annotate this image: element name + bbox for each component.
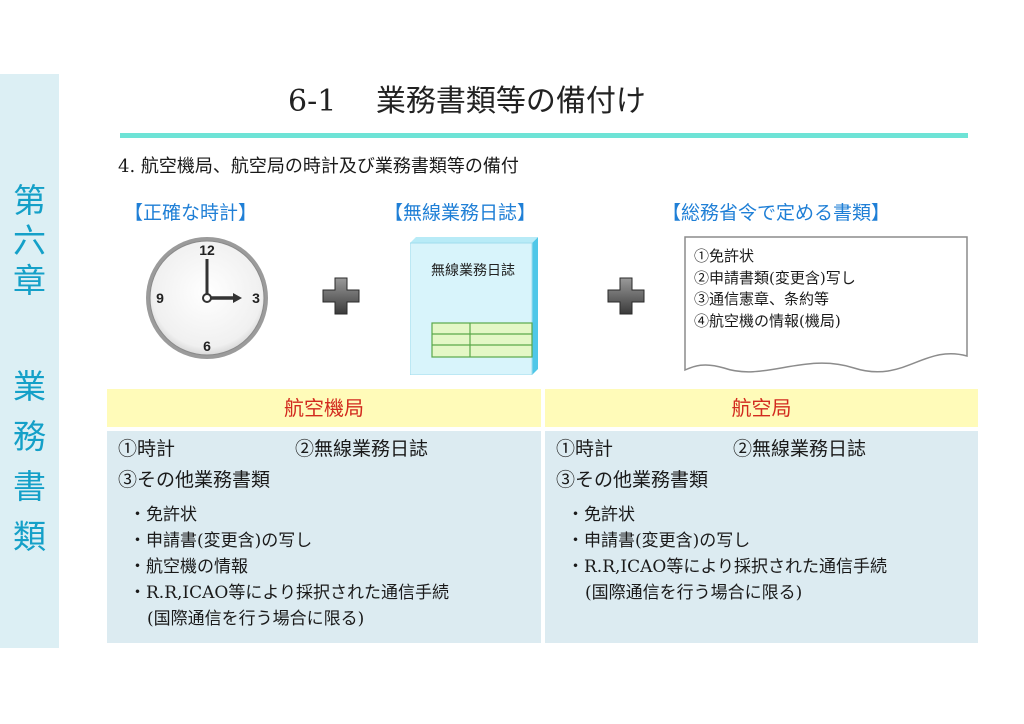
list-item: ・申請書(変更含)の写し — [567, 531, 751, 551]
document-item: ①免許状 — [694, 247, 755, 265]
document-item: ④航空機の情報(機局) — [694, 311, 841, 330]
item-logbook: ②無線業務日誌 — [295, 438, 429, 460]
document-paper-icon — [684, 236, 968, 373]
clock-number-9: 9 — [156, 290, 164, 306]
section-subtitle: 4. 航空機局、航空局の時計及び業務書類等の備付 — [118, 156, 519, 177]
comparison-table: 航空機局 航空局 ①時計 ②無線業務日誌 ③その他業務書類 ・免許状 ・申請書(… — [107, 389, 978, 643]
list-item-note: (国際通信を行う場合に限る) — [585, 583, 803, 603]
logbook-label: 無線業務日誌 — [431, 263, 515, 279]
clock-icon: 12 3 6 9 — [146, 237, 268, 359]
list-item: ・免許状 — [567, 505, 635, 525]
aeronautical-station-cell: ①時計 ②無線業務日誌 ③その他業務書類 ・免許状 ・申請書(変更含)の写し ・… — [545, 431, 978, 643]
chapter-sidebar: 第 六 章 業 務 書 類 — [0, 74, 59, 648]
table-header-aeronautical-station: 航空局 — [545, 389, 978, 427]
logbook-heading: 【無線業務日誌】 — [384, 202, 537, 224]
list-item: ・免許状 — [129, 505, 197, 525]
logbook-icon — [410, 237, 538, 375]
document-item: ③通信憲章、条約等 — [694, 290, 830, 308]
title-underline — [120, 133, 968, 138]
item-logbook: ②無線業務日誌 — [733, 438, 867, 460]
table-header-aircraft-station: 航空機局 — [107, 389, 541, 427]
clock-number-6: 6 — [203, 338, 211, 354]
documents-list: ①免許状 ②申請書類(変更含)写し ③通信憲章、条約等 ④航空機の情報(機局) — [694, 246, 856, 332]
list-item: ・航空機の情報 — [129, 557, 248, 577]
sidebar-char: 務 — [13, 417, 46, 456]
list-item-note: (国際通信を行う場合に限る) — [147, 609, 365, 629]
sidebar-char: 六 — [13, 221, 46, 260]
clock-heading: 【正確な時計】 — [124, 202, 258, 224]
sidebar-char: 類 — [13, 517, 46, 556]
page-title: 6-1 業務書類等の備付け — [288, 84, 646, 119]
list-item: ・R.R,ICAO等により採択された通信手続 — [129, 583, 450, 603]
clock-number-12: 12 — [199, 242, 215, 258]
aircraft-station-cell: ①時計 ②無線業務日誌 ③その他業務書類 ・免許状 ・申請書(変更含)の写し ・… — [107, 431, 541, 643]
list-item: ・R.R,ICAO等により採択された通信手続 — [567, 557, 888, 577]
list-item: ・申請書(変更含)の写し — [129, 531, 313, 551]
clock-number-3: 3 — [252, 290, 260, 306]
sidebar-char: 章 — [13, 261, 46, 300]
sidebar-char: 第 — [13, 181, 46, 220]
item-other-docs: ③その他業務書類 — [556, 469, 709, 491]
sidebar-char: 業 — [13, 367, 46, 406]
item-other-docs: ③その他業務書類 — [118, 469, 271, 491]
document-item: ②申請書類(変更含)写し — [694, 268, 856, 287]
plus-icon — [322, 277, 360, 315]
item-clock: ①時計 — [118, 438, 176, 460]
documents-heading: 【総務省令で定める書類】 — [662, 202, 891, 224]
plus-icon — [607, 277, 645, 315]
item-clock: ①時計 — [556, 438, 614, 460]
sidebar-char: 書 — [13, 467, 46, 506]
